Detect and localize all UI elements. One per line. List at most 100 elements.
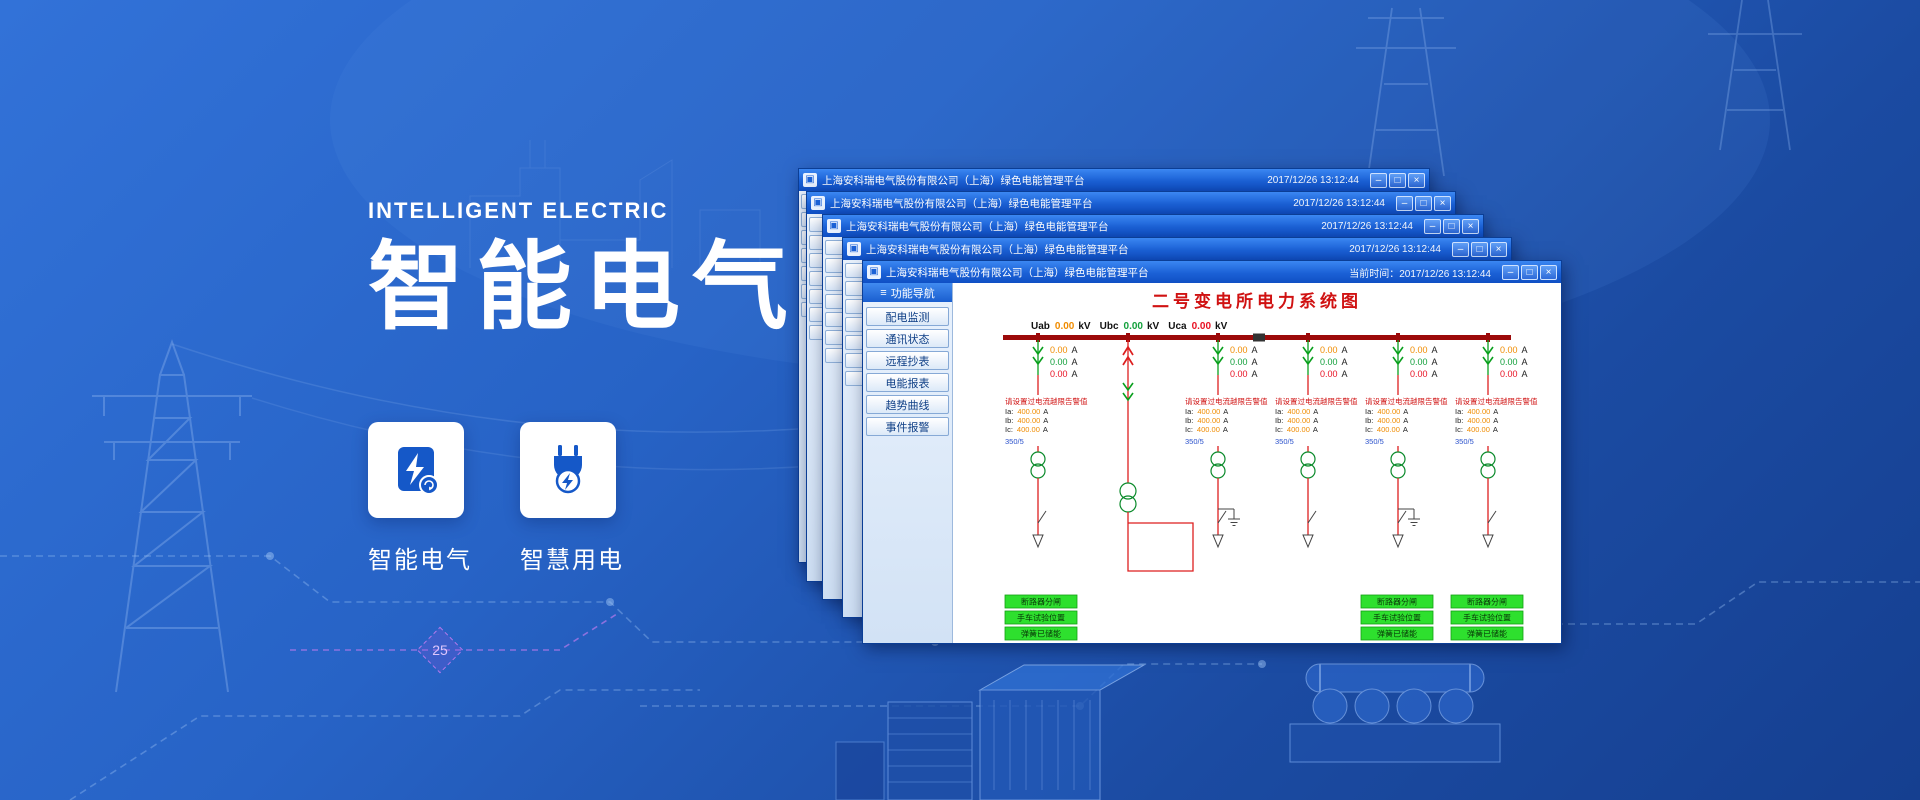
status-group-3: 断路器分闸 手车试验位置 弹簧已储能 [1450,594,1524,641]
page-title: 智能电气 [368,234,800,341]
machinery-art [1289,663,1501,763]
nav-item-event-alarm[interactable]: 事件报警 [866,417,949,436]
minimize-button[interactable]: – [1424,218,1441,234]
status-label: 手车试验位置 [1373,613,1421,623]
nav-item-trend-curve[interactable]: 趋势曲线 [866,395,949,414]
alarm-setting-title: 请设置过电流越限告警值 [1365,396,1448,406]
minimize-button[interactable]: – [1396,195,1413,211]
feature-label: 智能电气 [368,547,472,574]
close-button[interactable]: × [1434,195,1451,211]
maximize-button[interactable]: □ [1415,195,1432,211]
nav-item-comm-status[interactable]: 通讯状态 [866,329,949,348]
smart-electric-card[interactable] [368,422,464,518]
skyline-art [469,140,761,268]
feature-label: 智慧用电 [520,547,624,574]
window-clock: 2017/12/26 13:12:44 [1321,220,1413,232]
window-clock: 2017/12/26 13:12:44 [1293,197,1385,209]
minimize-button[interactable]: – [1452,241,1469,257]
window-title: 上海安科瑞电气股份有限公司（上海）绿色电能管理平台 [822,174,1085,187]
status-group-1: 断路器分闸 手车试验位置 弹簧已储能 [1004,594,1078,641]
window-title: 上海安科瑞电气股份有限公司（上海）绿色电能管理平台 [886,266,1149,279]
window-clock: 当前时间：2017/12/26 13:12:44 [1349,268,1491,280]
ct-ratio-label: 350/5 [1365,437,1384,446]
feature-smart-electric: 智能电气 [368,422,472,575]
nav-item-power-monitor[interactable]: 配电监测 [866,307,949,326]
alarm-setting-title: 请设置过电流越限告警值 [1455,396,1538,406]
alarm-setting-title: 请设置过电流越限告警值 [1275,396,1358,406]
maximize-button[interactable]: □ [1389,172,1406,188]
window-title: 上海安科瑞电气股份有限公司（上海）绿色电能管理平台 [846,220,1109,233]
maximize-button[interactable]: □ [1521,264,1538,280]
smart-power-card[interactable] [520,422,616,518]
window-titlebar: ▣ 上海安科瑞电气股份有限公司（上海）绿色电能管理平台 2017/12/26 1… [823,215,1483,237]
close-button[interactable]: × [1462,218,1479,234]
maximize-button[interactable]: □ [1443,218,1460,234]
buildings-art [835,664,1146,800]
minimize-button[interactable]: – [1502,264,1519,280]
app-icon: ▣ [827,219,841,233]
ct-ratio-label: 350/5 [1185,437,1204,446]
close-button[interactable]: × [1490,241,1507,257]
alarm-setting-title: 请设置过电流越限告警值 [1185,396,1268,406]
nav-header-label: 功能导航 [890,287,935,300]
hero-kicker: INTELLIGENT ELECTRIC [368,198,669,223]
maximize-button[interactable]: □ [1471,241,1488,257]
app-icon: ▣ [811,196,825,210]
ct-ratio-label: 350/5 [1275,437,1294,446]
plug-bolt-icon [554,445,582,494]
window-title: 上海安科瑞电气股份有限公司（上海）绿色电能管理平台 [866,243,1129,256]
close-button[interactable]: × [1540,264,1557,280]
nav-item-remote-reading[interactable]: 远程抄表 [866,351,949,370]
minimize-button[interactable]: – [1370,172,1387,188]
distance-marker-label: 25 [432,642,448,658]
ct-ratio-label: 350/5 [1455,437,1474,446]
status-label: 手车试验位置 [1017,613,1065,623]
status-label: 弹簧已储能 [1467,629,1507,639]
nav-item-energy-report[interactable]: 电能报表 [866,373,949,392]
status-label: 断路器分闸 [1377,597,1417,607]
close-button[interactable]: × [1408,172,1425,188]
window-controls: – □ × [1502,264,1557,280]
window-clock: 2017/12/26 13:12:44 [1267,174,1359,186]
distance-marker: 25 [290,611,621,674]
ct-ratio-label: 350/5 [1005,437,1024,446]
window-titlebar: ▣ 上海安科瑞电气股份有限公司（上海）绿色电能管理平台 2017/12/26 1… [799,169,1429,191]
status-label: 断路器分闸 [1467,597,1507,607]
diagram-title: 二号变电所电力系统图 [1152,291,1362,311]
status-label: 手车试验位置 [1463,613,1511,623]
app-icon: ▣ [847,242,861,256]
window-clock: 2017/12/26 13:12:44 [1349,243,1441,255]
window-titlebar: ▣ 上海安科瑞电气股份有限公司（上海）绿色电能管理平台 当前时间：2017/12… [863,261,1561,283]
meter-bolt-icon [398,447,439,495]
nav-header: ≡ 功能导航 [863,283,952,302]
alarm-setting-title: 请设置过电流越限告警值 [1005,396,1088,406]
window-titlebar: ▣ 上海安科瑞电气股份有限公司（上海）绿色电能管理平台 2017/12/26 1… [807,192,1455,214]
window-titlebar: ▣ 上海安科瑞电气股份有限公司（上海）绿色电能管理平台 2017/12/26 1… [843,238,1511,260]
window-controls: – □ × [1396,195,1451,211]
